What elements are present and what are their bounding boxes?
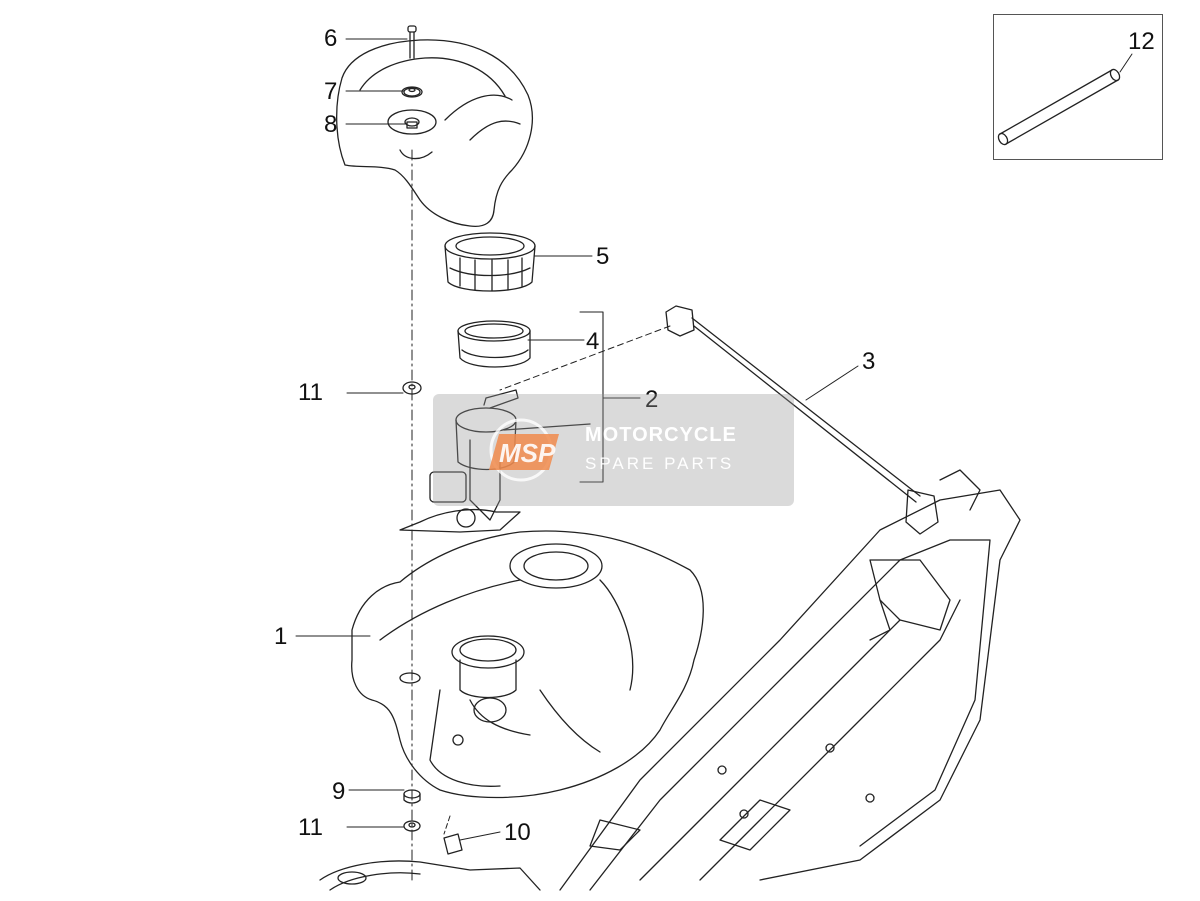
callout-11-upper: 11: [298, 379, 323, 406]
part-2-fuel-pump: [399, 389, 591, 533]
watermark-line2: SPARE PARTS: [585, 454, 735, 473]
leader-lines: [295, 38, 1133, 841]
callout-1: 1: [274, 623, 288, 650]
vehicle-frame: [319, 469, 1021, 891]
part-3-fuel-hose: [499, 305, 939, 535]
part-6-screw: [407, 25, 417, 59]
callout-5: 5: [596, 243, 610, 270]
callout-10: 10: [504, 819, 531, 846]
callout-9: 9: [332, 778, 346, 805]
part-10-clip-nut: [443, 815, 463, 855]
callout-6: 6: [324, 25, 338, 52]
msp-logo: MSP: [489, 418, 559, 482]
callout-7: 7: [324, 78, 338, 105]
callout-4: 4: [586, 328, 600, 355]
part-fuel-tank-cover: [336, 39, 534, 228]
part-4-gasket: [457, 320, 531, 368]
part-8-grommet: [404, 117, 420, 129]
watermark: MSP MOTORCYCLE SPARE PARTS: [433, 394, 794, 506]
inset-frame-part-12: [993, 14, 1163, 160]
watermark-line1: MOTORCYCLE: [585, 424, 737, 446]
part-11-washer-lower: [403, 820, 421, 832]
svg-text:MSP: MSP: [499, 438, 556, 468]
callout-3: 3: [862, 348, 876, 375]
part-12-tube: [997, 68, 1121, 146]
part-7-washer: [403, 87, 421, 97]
callout-8: 8: [324, 111, 338, 138]
part-11-washer-upper: [402, 381, 422, 395]
callout-12: 12: [1128, 28, 1155, 55]
part-5-ring-nut: [444, 232, 536, 292]
callout-2: 2: [645, 386, 659, 413]
callout-11-lower: 11: [298, 814, 323, 841]
part-1-fuel-tank: [351, 530, 704, 799]
bracket-part-2: [579, 311, 604, 483]
part-9-rubber-mount: [403, 789, 421, 804]
